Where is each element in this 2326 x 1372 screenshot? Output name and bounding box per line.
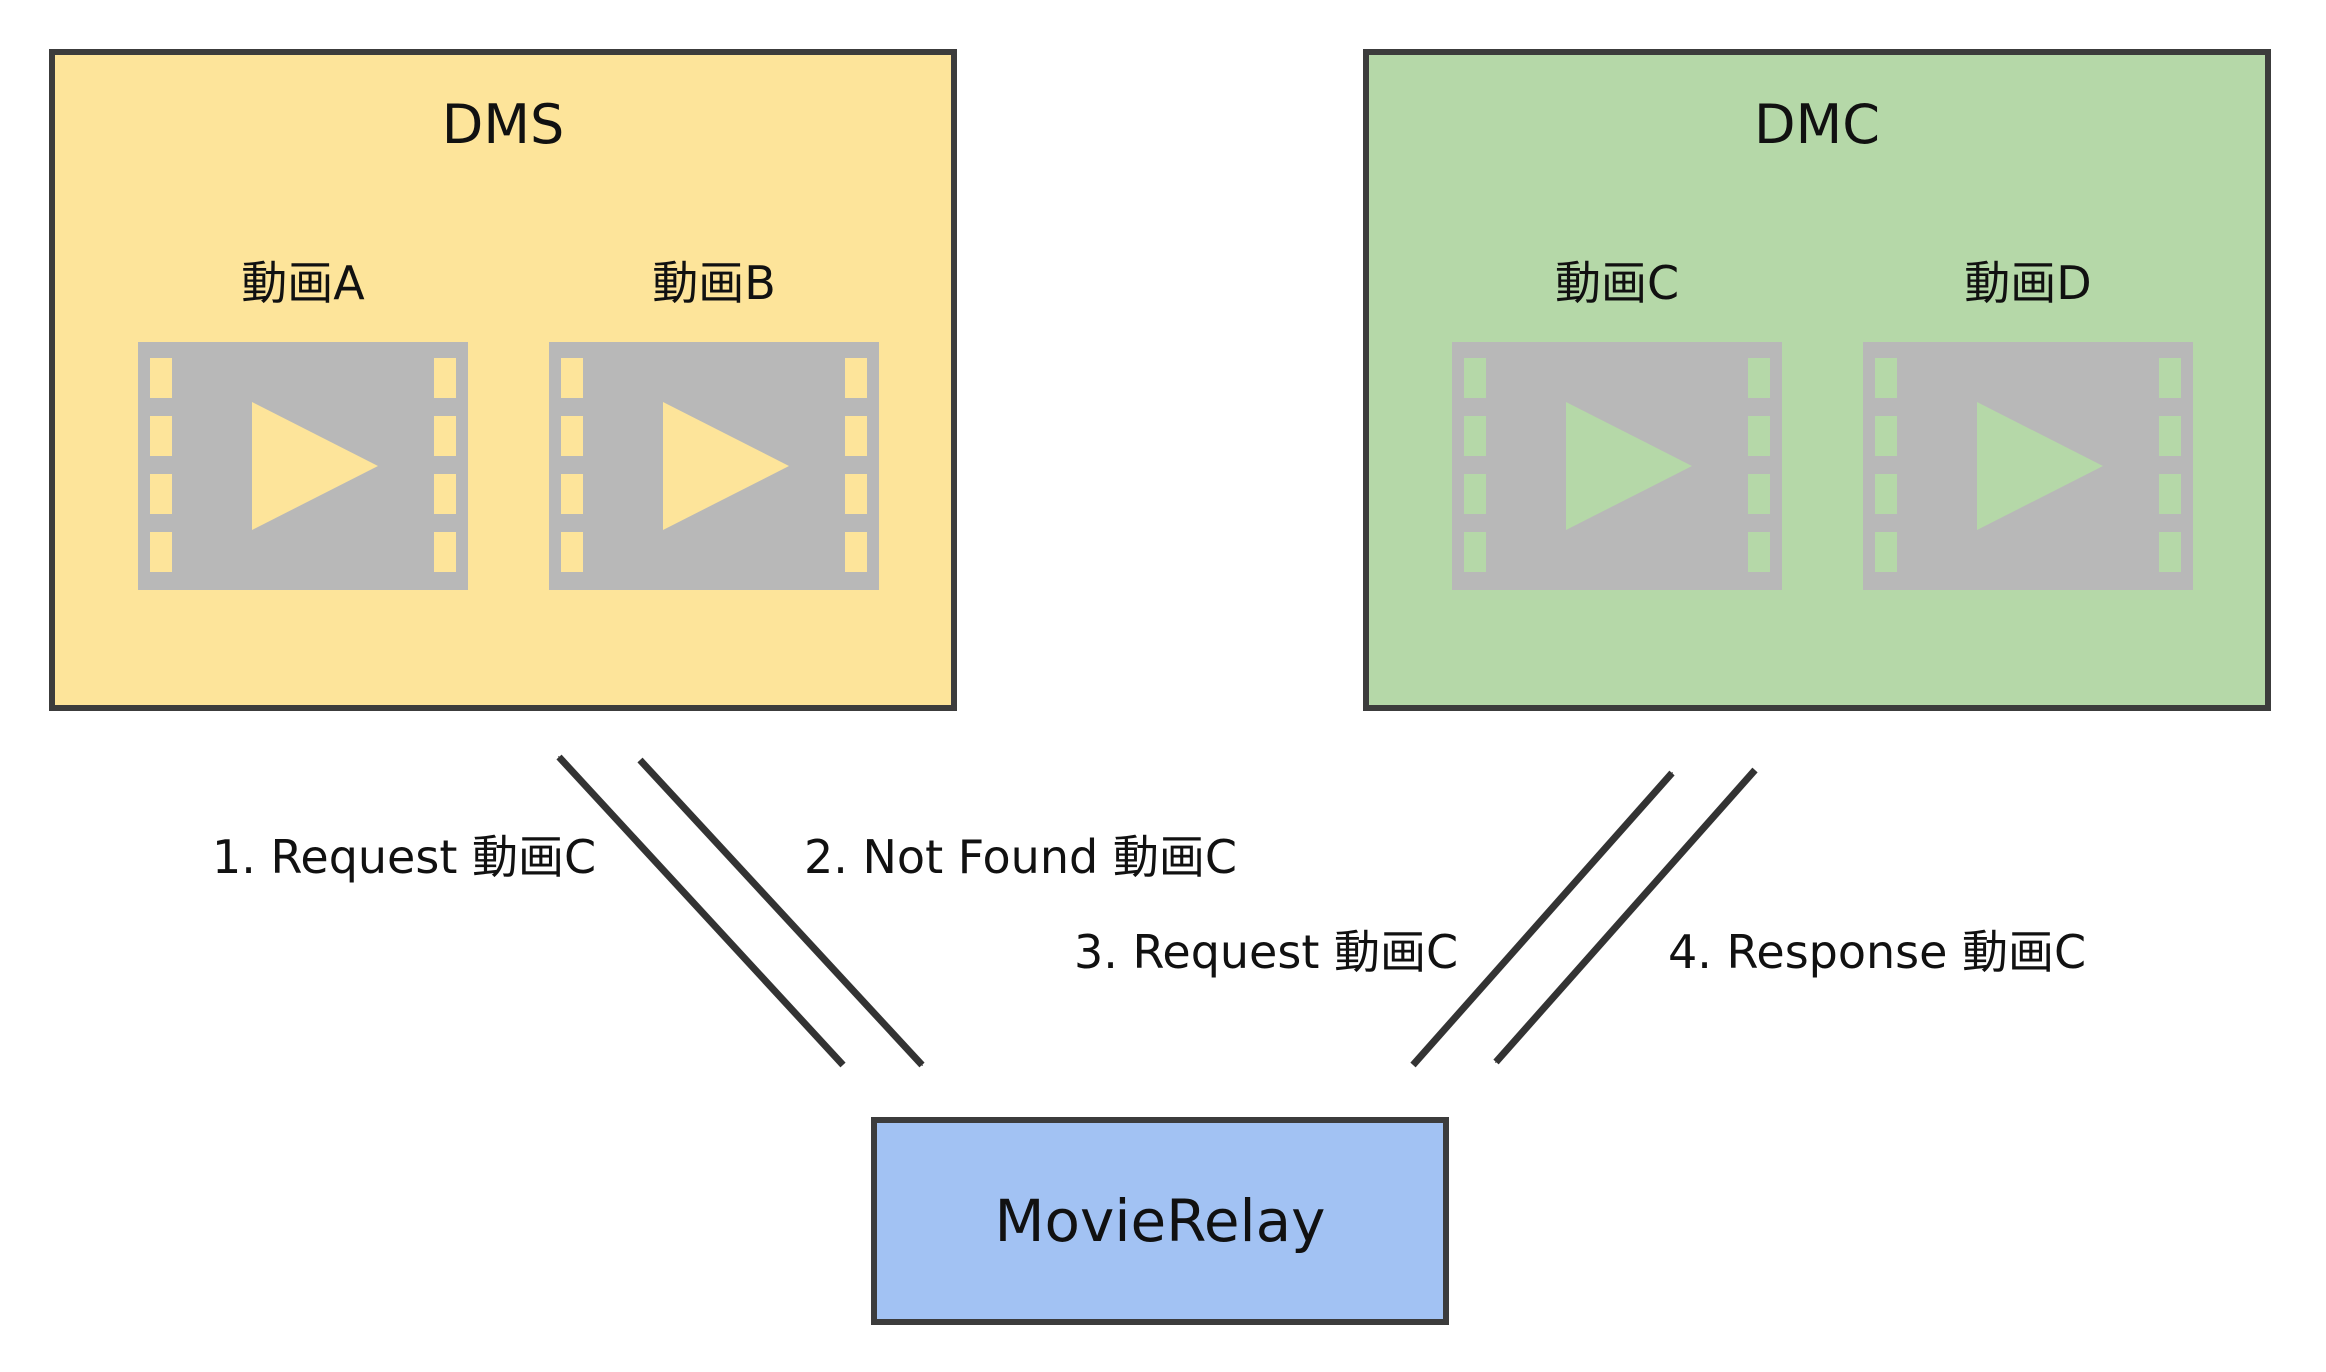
video-c: 動画C	[1452, 256, 1782, 590]
arrow-request-to-dmc	[1410, 770, 1675, 1068]
step-1-label: 1. Request 動画C	[212, 830, 597, 884]
movie-relay-box: MovieRelay	[871, 1117, 1449, 1325]
film-play-icon	[1452, 342, 1782, 590]
video-a-label: 動画A	[241, 256, 365, 310]
film-play-icon	[138, 342, 468, 590]
film-play-icon	[1863, 342, 2193, 590]
video-a: 動画A	[138, 256, 468, 590]
step-2-label: 2. Not Found 動画C	[804, 830, 1237, 884]
video-b-label: 動画B	[652, 256, 776, 310]
video-c-label: 動画C	[1554, 256, 1680, 310]
video-d-label: 動画D	[1964, 256, 2092, 310]
film-play-icon	[549, 342, 879, 590]
dms-server-box: DMS 動画A 動画B	[49, 49, 957, 711]
dmc-server-box: DMC 動画C 動画D	[1363, 49, 2271, 711]
video-d: 動画D	[1863, 256, 2193, 590]
arrow-response-from-dmc	[1493, 767, 1758, 1065]
arrow-request-to-dms	[556, 754, 846, 1068]
dms-title: DMS	[441, 93, 565, 156]
movie-relay-title: MovieRelay	[994, 1187, 1326, 1255]
arrow-not-found-from-dms	[637, 757, 925, 1068]
step-4-label: 4. Response 動画C	[1668, 925, 2087, 979]
dmc-title: DMC	[1754, 93, 1880, 156]
video-b: 動画B	[549, 256, 879, 590]
step-3-label: 3. Request 動画C	[1074, 925, 1459, 979]
